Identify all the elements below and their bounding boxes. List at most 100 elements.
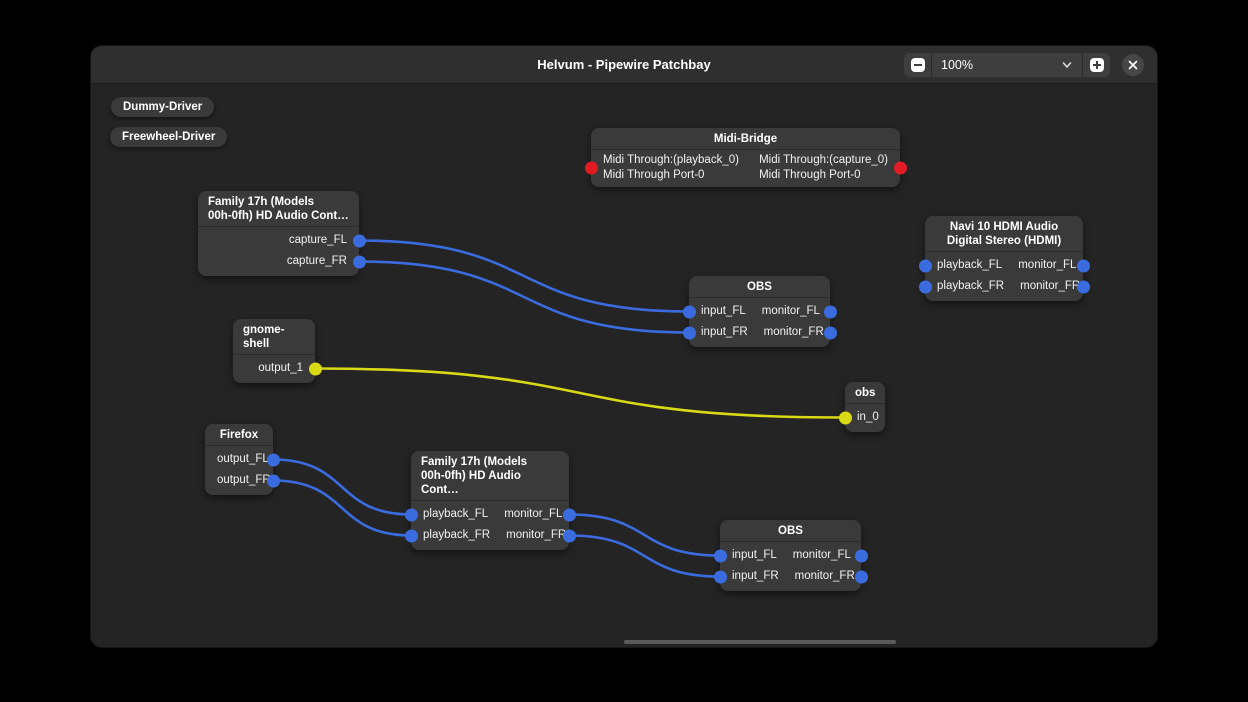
port-monitor_FR-audio-dot[interactable] (1076, 280, 1090, 293)
close-button[interactable] (1122, 54, 1144, 76)
port-label-input_FL: input_FL (732, 549, 777, 561)
zoom-in-icon (1089, 58, 1104, 72)
port-label-monitor_FR: monitor_FR (506, 529, 567, 541)
port-output_FR-audio-dot[interactable] (266, 474, 280, 487)
port-in_0-video-dot[interactable] (838, 411, 852, 424)
port-label-playback_FR: playback_FR (937, 280, 1005, 292)
connection-link[interactable] (314, 367, 846, 419)
node-ports: Midi Through:(playback_0) Midi Through P… (584, 149, 907, 187)
node-title: Navi 10 HDMI Audio Digital Stereo (HDMI) (946, 221, 1062, 247)
port-row: output_FL (205, 449, 280, 470)
connection-link[interactable] (568, 534, 721, 578)
port-label-playback_FL: playback_FL (937, 259, 1003, 271)
port-midi_capture-midi-dot[interactable] (893, 161, 907, 175)
port-label-capture_FR: capture_FR (286, 255, 347, 267)
port-row: Midi Through:(playback_0) Midi Through P… (584, 153, 907, 183)
port-label-in_0: in_0 (857, 411, 879, 423)
connection-link[interactable] (358, 260, 690, 334)
node-navi10-hdmi[interactable]: Navi 10 HDMI Audio Digital Stereo (HDMI)… (918, 216, 1090, 301)
port-label-monitor_FL: monitor_FL (761, 305, 820, 317)
node-gnome-shell[interactable]: gnome-shell output_1 (233, 319, 322, 383)
port-monitor_FL-audio-dot[interactable] (823, 305, 837, 318)
patchbay-canvas[interactable]: Dummy-Driver Freewheel-Driver Midi-Bridg… (91, 84, 1157, 647)
port-capture_FL-audio-dot[interactable] (352, 234, 366, 247)
port-label-input_FR: input_FR (732, 570, 779, 582)
node-pill-dummy-driver[interactable]: Dummy-Driver (111, 97, 215, 117)
connection-link[interactable] (358, 239, 690, 313)
zoom-level-value: 100% (941, 58, 973, 72)
header-bar: Helvum - Pipewire Patchbay 100% (91, 46, 1157, 84)
node-family17h-capture[interactable]: Family 17h (Models 00h-0fh) HD Audio Con… (198, 191, 366, 276)
port-monitor_FR-audio-dot[interactable] (823, 326, 837, 339)
port-monitor_FL-audio-dot[interactable] (1076, 259, 1090, 272)
port-midi_playback-midi-dot[interactable] (584, 161, 598, 175)
node-title: obs (855, 387, 876, 399)
node-ports: input_FL monitor_FL input_FR monitor_FR (713, 541, 868, 591)
port-label-midi_playback: Midi Through:(playback_0) Midi Through P… (603, 154, 739, 181)
port-label-input_FR: input_FR (701, 326, 748, 338)
port-monitor_FR-audio-dot[interactable] (562, 529, 576, 542)
port-row: input_FR monitor_FR (713, 566, 868, 587)
port-playback_FR-audio-dot[interactable] (404, 529, 418, 542)
port-label-capture_FL: capture_FL (288, 234, 347, 246)
port-row: capture_FR (198, 251, 366, 272)
connection-links (272, 239, 846, 578)
node-ports: capture_FL capture_FR (198, 226, 366, 276)
node-ports: input_FL monitor_FL input_FR monitor_FR (682, 297, 837, 347)
port-label-playback_FL: playback_FL (423, 508, 489, 520)
connection-link[interactable] (272, 458, 412, 516)
node-pill-freewheel-driver[interactable]: Freewheel-Driver (110, 127, 228, 147)
zoom-level-dropdown[interactable]: 100% (931, 53, 1083, 77)
port-label-monitor_FR: monitor_FR (794, 570, 855, 582)
port-row: input_FR monitor_FR (682, 322, 837, 343)
port-monitor_FR-audio-dot[interactable] (854, 570, 868, 583)
port-label-output_FR: output_FR (217, 474, 271, 486)
port-label-monitor_FL: monitor_FL (1018, 259, 1077, 271)
node-title: Midi-Bridge (713, 133, 778, 145)
port-input_FL-audio-dot[interactable] (682, 305, 696, 318)
port-output_FL-audio-dot[interactable] (266, 453, 280, 466)
port-label-input_FL: input_FL (701, 305, 746, 317)
node-family17h-playback[interactable]: Family 17h (Models 00h-0fh) HD Audio Con… (404, 451, 576, 550)
zoom-out-button[interactable] (904, 53, 931, 77)
helvum-window: Helvum - Pipewire Patchbay 100% (90, 45, 1158, 648)
port-label-monitor_FL: monitor_FL (792, 549, 851, 561)
port-row: input_FL monitor_FL (713, 545, 868, 566)
port-label-output_1: output_1 (258, 362, 303, 374)
node-obs-small[interactable]: obs in_0 (838, 382, 885, 432)
port-playback_FR-audio-dot[interactable] (918, 280, 932, 293)
port-monitor_FL-audio-dot[interactable] (854, 549, 868, 562)
port-row: output_FR (205, 470, 280, 491)
port-input_FL-audio-dot[interactable] (713, 549, 727, 562)
port-input_FR-audio-dot[interactable] (682, 326, 696, 339)
headerbar-controls: 100% (904, 53, 1144, 77)
node-title: Family 17h (Models 00h-0fh) HD Audio Con… (421, 456, 528, 496)
port-playback_FL-audio-dot[interactable] (404, 508, 418, 521)
node-title: OBS (747, 281, 772, 293)
port-label-monitor_FR: monitor_FR (763, 326, 824, 338)
node-ports: output_FL output_FR (205, 445, 280, 495)
node-ports: playback_FL monitor_FL playback_FR monitor_… (404, 500, 576, 550)
port-input_FR-audio-dot[interactable] (713, 570, 727, 583)
node-ports: in_0 (838, 403, 885, 432)
port-label-playback_FR: playback_FR (423, 529, 491, 541)
port-label-output_FL: output_FL (217, 453, 269, 465)
connection-link[interactable] (272, 479, 412, 537)
port-monitor_FL-audio-dot[interactable] (562, 508, 576, 521)
port-label-monitor_FL: monitor_FL (504, 508, 563, 520)
zoom-in-button[interactable] (1083, 53, 1110, 77)
port-playback_FL-audio-dot[interactable] (918, 259, 932, 272)
node-title: gnome-shell (243, 324, 285, 350)
port-output_1-video-dot[interactable] (308, 362, 322, 375)
port-capture_FR-audio-dot[interactable] (352, 255, 366, 268)
connection-link[interactable] (568, 513, 721, 557)
port-row: capture_FL (198, 230, 366, 251)
horizontal-scrollbar[interactable] (624, 640, 896, 644)
